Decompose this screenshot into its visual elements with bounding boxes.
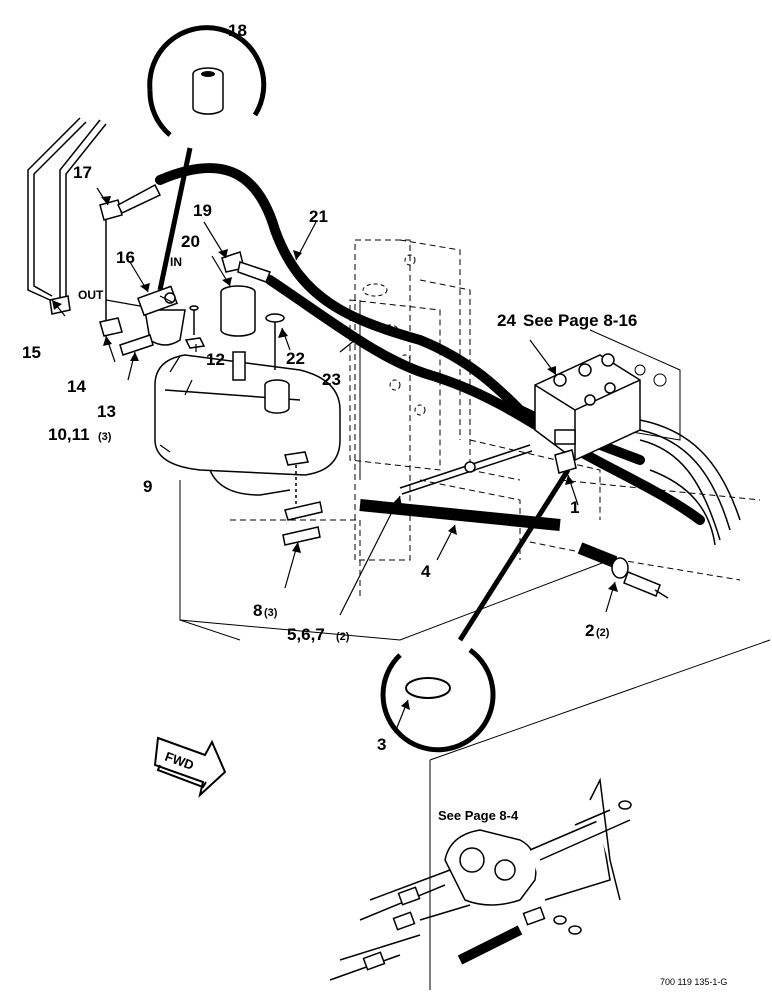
callout-23: 23 <box>322 370 341 389</box>
reservoir-tank <box>154 354 341 496</box>
callout-1: 1 <box>570 498 579 517</box>
callout-15: 15 <box>22 343 41 362</box>
fitting-1 <box>554 449 577 474</box>
hydraulic-lines-right <box>639 419 741 546</box>
dipstick-22 <box>265 313 285 370</box>
callout-19: 19 <box>193 201 212 220</box>
callout-10-11-qty: (3) <box>98 431 112 443</box>
machine-frame <box>230 239 761 600</box>
filter-head-16 <box>136 285 186 346</box>
bolt-5-6-7 <box>399 444 533 495</box>
callout-13: 13 <box>97 402 116 421</box>
callout-18: 18 <box>228 21 247 40</box>
fitting-19 <box>221 251 271 283</box>
callout-labels: 18 17 19 21 20 16 IN OUT 15 14 12 22 23 … <box>22 21 727 987</box>
callout-21: 21 <box>309 207 328 226</box>
callout-5-6-7-qty: (2) <box>336 631 350 643</box>
callout-8: 8 <box>253 601 262 620</box>
callout-16: 16 <box>116 248 135 267</box>
pump-assembly <box>444 777 632 906</box>
see-page-8-4: See Page 8-4 <box>438 808 519 823</box>
callout-12: 12 <box>206 350 225 369</box>
callout-2: 2 <box>585 621 594 640</box>
frame-outline <box>179 300 771 990</box>
callout-22: 22 <box>286 349 305 368</box>
hose-23 <box>265 275 705 525</box>
in-label: IN <box>170 255 182 269</box>
callout-17: 17 <box>73 163 92 182</box>
callout-4: 4 <box>421 562 431 581</box>
callout-9: 9 <box>143 477 152 496</box>
hose-to-fitting-2 <box>577 542 618 568</box>
out-label: OUT <box>78 288 104 302</box>
fitting-2 <box>611 557 669 599</box>
fitting-14 <box>99 317 123 337</box>
callout-24: 24 <box>497 311 516 330</box>
callout-20: 20 <box>181 232 200 251</box>
callout-3: 3 <box>377 735 386 754</box>
callout-10-11: 10,11 <box>48 425 90 444</box>
callout-14: 14 <box>67 377 86 396</box>
valve-block-24 <box>534 353 641 461</box>
callout-8-qty: (3) <box>264 607 278 619</box>
bolt-12 <box>184 305 206 349</box>
pump-fittings <box>362 886 582 971</box>
callout-2-qty: (2) <box>596 627 610 639</box>
fitting-17 <box>99 183 162 320</box>
gaskets-8 <box>282 451 323 546</box>
fitting-13 <box>119 334 154 356</box>
see-page-8-16: See Page 8-16 <box>523 311 637 330</box>
tubes-top-left <box>27 117 107 301</box>
drawing-number: 700 119 135-1-G <box>660 977 727 987</box>
leader-arrowheads <box>52 196 618 710</box>
detail-circle-18 <box>147 25 267 291</box>
forward-arrow: FWD <box>153 736 227 798</box>
filter-element-20 <box>220 285 256 381</box>
pump-hose-dark <box>457 925 523 965</box>
detail-circle-3 <box>380 468 571 753</box>
callout-5-6-7: 5,6,7 <box>287 625 325 644</box>
